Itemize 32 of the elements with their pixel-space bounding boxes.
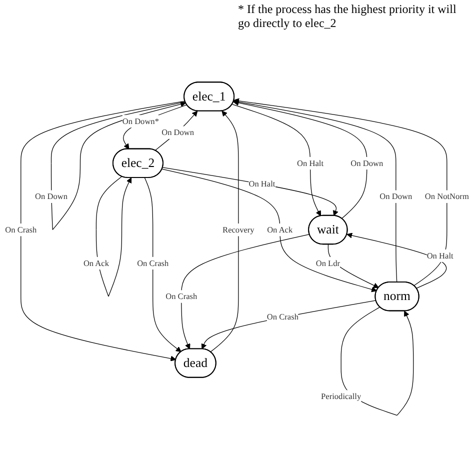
edge-label: Recovery [222,225,254,235]
edge-label: Periodically [321,392,362,402]
arrow [201,300,376,350]
edge-label: On NotNorm [424,192,469,202]
edge-label: On Down [380,192,412,202]
edge-label: On Crash [5,225,37,235]
edge-label: On Halt [248,178,276,188]
edge-label: On Ack [83,258,110,268]
edge-label: On Crash [137,258,169,268]
arrow [234,98,448,286]
edge-label: On Crash [166,292,198,302]
arrow [233,100,368,220]
edge-label: On Down [350,158,384,168]
edge-label: On Crash [266,312,298,322]
arrow [210,110,239,352]
edge-label: On Down [35,192,68,202]
footnote: * If the process has the highest priority it will go directly to elec_2 [238,2,458,30]
edge-label: On Down [162,128,194,138]
arrow [154,111,198,151]
arrow [162,168,377,292]
arrow [232,104,321,216]
arrow [162,167,338,216]
arrow [144,178,182,352]
arrow [346,232,447,289]
arrow [20,101,186,362]
edge-label: On Down* [122,116,159,126]
edge-label: On Ldr [316,258,340,268]
edge-label: On Ack [267,225,293,235]
edge-label: On Halt [297,158,324,168]
arrow [233,99,398,283]
edge-label: On Halt [426,250,454,260]
arrow [181,234,310,350]
